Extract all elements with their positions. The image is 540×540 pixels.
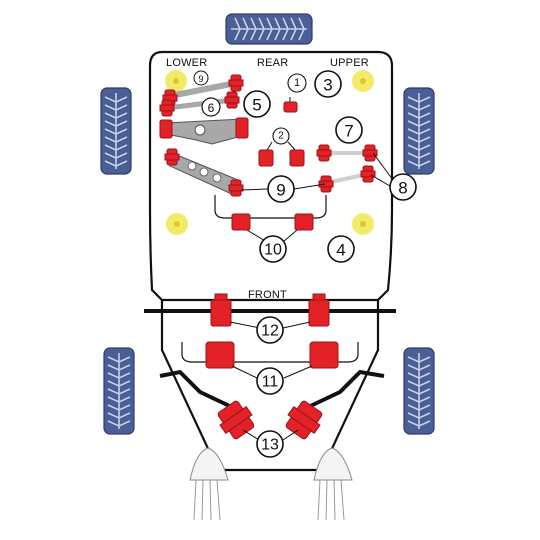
callout-11-leader-right xyxy=(283,365,313,379)
front-left-headlight xyxy=(189,447,229,521)
trailing-arm-hole xyxy=(194,124,206,136)
mount-mid-right xyxy=(352,213,374,235)
front-left-tyre xyxy=(103,347,135,435)
callout-11: 11 xyxy=(256,367,284,395)
callout-8-leader-bottom xyxy=(370,174,391,187)
callout-10-leader-right xyxy=(282,229,298,243)
bush-trailing-arm-left xyxy=(159,119,173,139)
callout-12-leader-left xyxy=(229,321,261,329)
bush-arm-6-right xyxy=(224,91,240,109)
bush-12-right-cap xyxy=(312,293,326,301)
callout-9-leader-right xyxy=(293,183,326,190)
callout-6: 6 xyxy=(201,97,221,117)
bush-arm-8-right xyxy=(360,165,376,183)
callout-9-small-number: 9 xyxy=(198,74,203,84)
callout-8-leader-top xyxy=(372,152,394,181)
front-subframe-outline xyxy=(160,300,380,472)
callout-10-bracket xyxy=(214,195,327,219)
lower-arm-hole-1 xyxy=(187,161,197,171)
callout-8: 8 xyxy=(389,173,417,201)
bush-lower-arm-right xyxy=(228,179,244,197)
callout-10: 10 xyxy=(259,235,287,263)
callout-12: 12 xyxy=(256,316,284,344)
bush-11-right xyxy=(309,341,339,369)
callout-5-number: 5 xyxy=(252,96,261,115)
callout-7: 7 xyxy=(335,116,363,144)
callout-1-number: 1 xyxy=(294,77,300,89)
bush-10-right xyxy=(294,213,314,231)
bush-2-left xyxy=(258,149,274,167)
bush-2-right xyxy=(289,149,305,167)
callout-3-number: 3 xyxy=(323,76,332,95)
bush-lower-link-right xyxy=(228,74,244,92)
callout-5: 5 xyxy=(243,90,271,118)
callout-4-number: 4 xyxy=(336,241,345,260)
callout-13-leader-left xyxy=(242,429,260,441)
callout-11-number: 11 xyxy=(262,374,279,391)
callout-9-number: 9 xyxy=(276,181,285,200)
bush-13-right xyxy=(285,400,323,440)
front-right-headlight xyxy=(313,447,353,521)
bush-arm-7-left xyxy=(316,144,332,162)
mount-rear-left-upper xyxy=(165,70,187,92)
callout-3: 3 xyxy=(314,70,342,98)
callout-13-leader-right xyxy=(282,429,299,441)
bush-12-left-cap xyxy=(214,293,228,301)
label-front: FRONT xyxy=(248,289,287,301)
label-upper: UPPER xyxy=(330,57,369,69)
rear-spare-tyre xyxy=(225,13,313,45)
rear-left-tyre xyxy=(100,87,132,175)
callout-12-number: 12 xyxy=(261,323,279,340)
rear-right-tyre xyxy=(403,87,435,175)
callout-2-number: 2 xyxy=(278,131,284,142)
callout-7-number: 7 xyxy=(344,122,353,141)
callout-1: 1 xyxy=(287,73,307,93)
callout-11-leader-left xyxy=(231,365,258,379)
callout-9: 9 xyxy=(267,175,295,203)
callout-9-small: 9 xyxy=(193,70,209,86)
rear-anti-roll-bar xyxy=(159,369,385,412)
callout-10-number: 10 xyxy=(264,242,282,259)
bush-lower-arm-left xyxy=(164,148,180,166)
bush-arm-6-left xyxy=(159,99,175,117)
callout-11-bracket xyxy=(181,342,359,363)
bush-11-left xyxy=(205,341,235,369)
callout-12-leader-right xyxy=(282,321,311,329)
bush-trailing-arm-right xyxy=(235,117,249,139)
callout-9-leader-left xyxy=(240,188,269,191)
bush-12-right xyxy=(308,299,330,327)
callout-8-number: 8 xyxy=(398,179,407,198)
front-right-tyre xyxy=(403,347,435,435)
lower-arm-hole-3 xyxy=(212,173,222,183)
label-rear: REAR xyxy=(257,57,288,69)
bush-12-left xyxy=(210,299,232,327)
bush-1 xyxy=(283,101,298,113)
callout-13: 13 xyxy=(256,430,284,458)
callout-4: 4 xyxy=(327,235,355,263)
lower-link-arm xyxy=(169,80,237,99)
bush-arm-8-left xyxy=(318,175,334,193)
lower-arm-hole-2 xyxy=(199,167,209,177)
label-lower: LOWER xyxy=(166,57,207,69)
callout-13-number: 13 xyxy=(261,437,279,454)
bush-arm-7-right xyxy=(362,144,378,162)
bush-10-left xyxy=(231,213,251,231)
mount-rear-right-upper xyxy=(352,70,374,92)
callout-2: 2 xyxy=(272,127,290,145)
callout-6-number: 6 xyxy=(208,101,215,115)
bush-13-left xyxy=(217,400,255,440)
mount-mid-left xyxy=(166,213,188,235)
arm-6 xyxy=(166,97,233,111)
